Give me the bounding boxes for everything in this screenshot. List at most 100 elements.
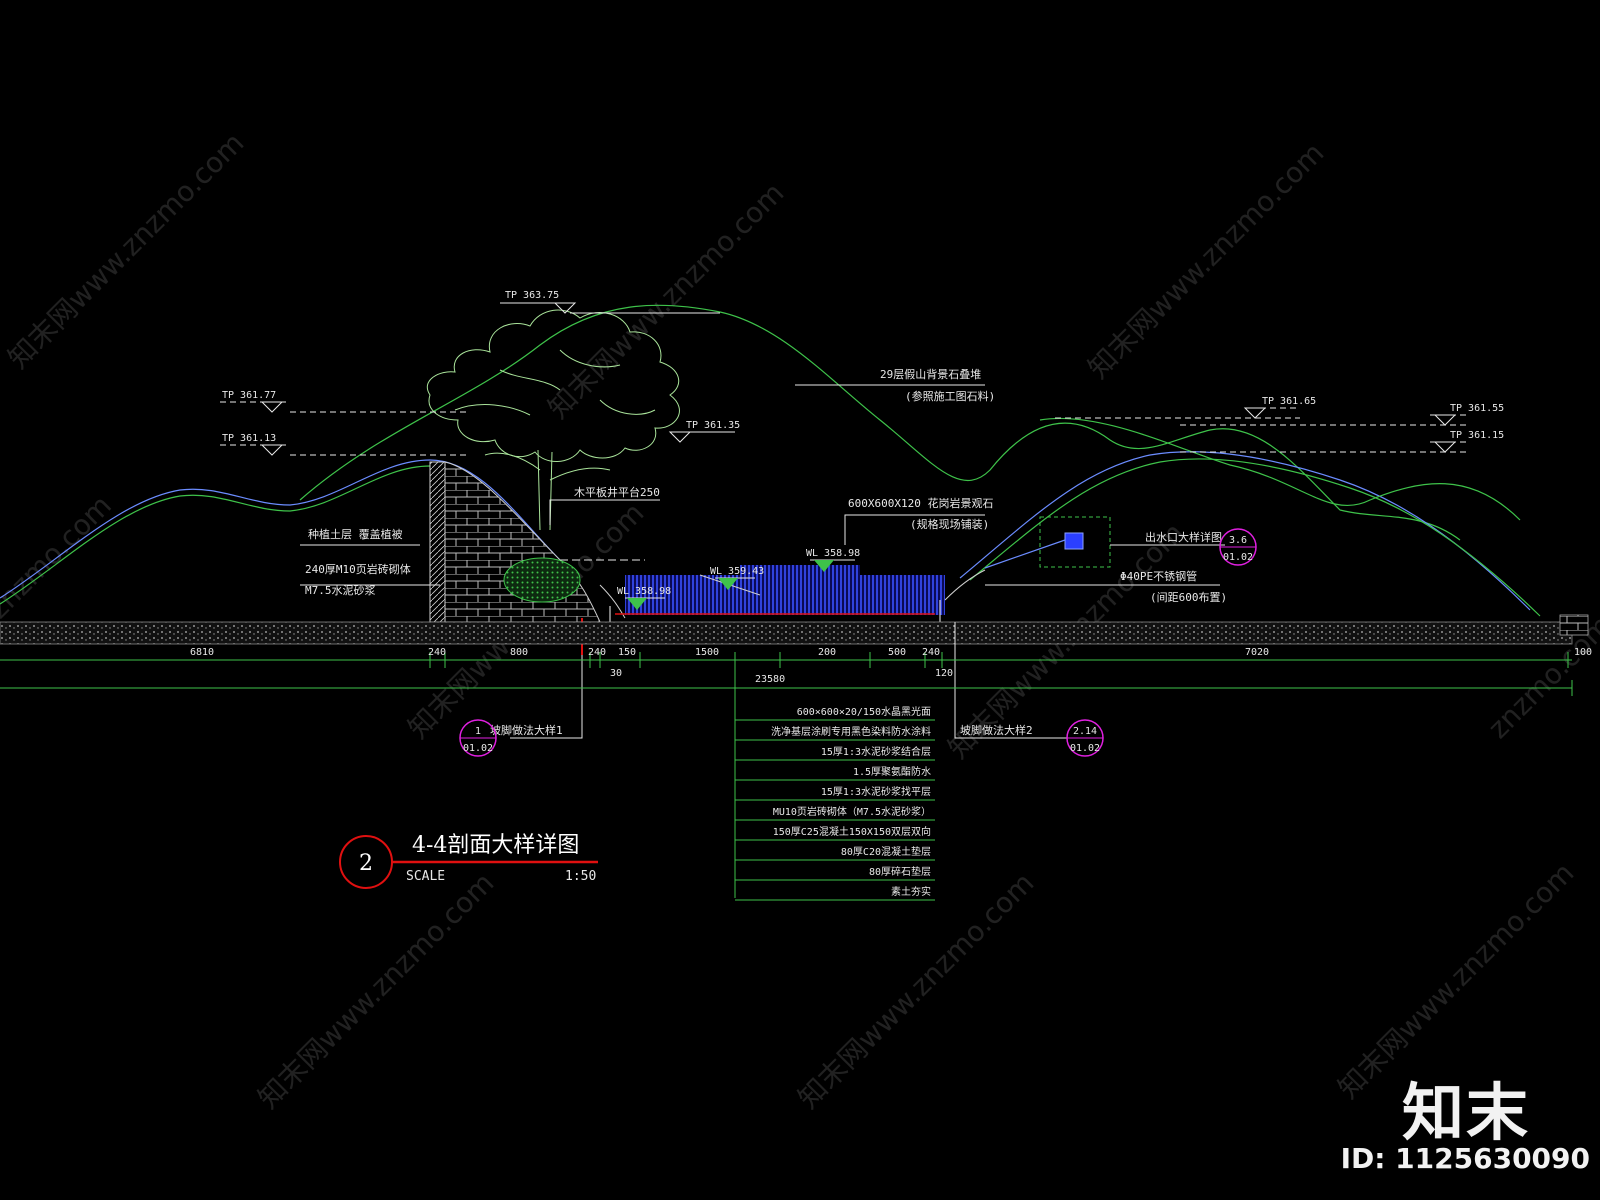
tree-canopy	[427, 309, 680, 462]
leaders	[300, 384, 1225, 739]
dimension-lines	[0, 652, 1573, 696]
level-label: WL 358.98	[806, 548, 860, 559]
layer-row-label: 15厚1:3水泥砂浆找平层	[821, 785, 931, 798]
retaining-wall	[429, 461, 601, 655]
watermark: 知末网www.znzmo.com	[792, 866, 1041, 1115]
callout-outlet: 3.6 01.02	[1219, 528, 1257, 566]
level-label: TP 361.55	[1450, 403, 1504, 414]
left-hill-outline	[0, 459, 561, 599]
right-back-hill	[1039, 417, 1521, 521]
dimension-label: 240	[428, 647, 446, 658]
dimension-label: 1500	[695, 647, 719, 658]
label-backdrop: 29层假山背景石叠堆	[880, 367, 981, 381]
dimension-label: 30	[610, 668, 622, 679]
tree	[427, 309, 680, 531]
title-block: 2 4-4剖面大样详图 SCALE 1:50	[339, 833, 598, 889]
tree-canopy-detail	[454, 349, 656, 416]
ground-right-edge	[1559, 614, 1589, 636]
brand-logo: 知末	[1401, 1076, 1530, 1149]
title-number: 2	[359, 851, 373, 876]
level-triangle	[260, 401, 284, 413]
leader-detail-left	[510, 655, 583, 739]
level-left-2-line	[220, 444, 470, 456]
level-left-1-line	[220, 401, 470, 413]
watermark: 知末网www.znzmo.com	[252, 866, 501, 1115]
watermark: 知末网www.znzmo.com	[1082, 136, 1331, 385]
left-hill-inner	[0, 465, 431, 605]
annotation-labels: 29层假山背景石叠堆 (参照施工图石料) 木平板井平台250 种植土层 覆盖植被…	[305, 367, 1227, 737]
image-id: ID: 1125630090	[1340, 1142, 1590, 1175]
callout-bottom: 01.02	[463, 743, 493, 754]
callout-right: 2.14 01.02	[1066, 719, 1104, 757]
outlet-frame	[1039, 516, 1111, 568]
callout-top: 1	[475, 726, 481, 737]
title-name: 4-4剖面大样详图	[412, 833, 579, 858]
level-triangle	[553, 302, 577, 314]
leader-retain	[300, 544, 440, 586]
dimension-label: 240	[588, 647, 606, 658]
dimension-label: 120	[935, 668, 953, 679]
scale-label: SCALE	[406, 869, 445, 884]
level-label: TP 361.35	[686, 420, 740, 431]
level-label: TP 361.13	[222, 433, 276, 444]
level-triangle	[1433, 414, 1457, 426]
layer-row-label: MU10页岩砖砌体（M7.5水泥砂浆）	[773, 805, 931, 818]
layer-row-label: 素土夯实	[891, 885, 931, 898]
leader-stone	[844, 514, 985, 545]
outlet-box	[984, 516, 1111, 569]
right-hill-outline	[959, 451, 1531, 611]
layer-row-label: 1.5厚聚氨酯防水	[853, 765, 931, 778]
detail-callouts: 3.6 01.02 1 01.02 2.14 01.02	[459, 528, 1257, 757]
large-hill-outline	[299, 304, 1461, 541]
pool-water-top	[740, 565, 860, 577]
layer-row-label: 600×600×20/150水晶黑光面	[797, 705, 931, 718]
pool	[599, 565, 986, 625]
level-right-far-1-line	[1180, 414, 1470, 426]
water-triangle	[718, 578, 738, 590]
label-stone-note: (规格现场铺装)	[910, 517, 989, 531]
hill-outlines	[0, 304, 1541, 617]
dimension-label: 23580	[755, 674, 785, 685]
watermark-group: 知末网www.znzmo.com 知末网www.znzmo.com 知末网www…	[0, 126, 1600, 1115]
label-pipe: Φ40PE不锈钢管	[1120, 569, 1197, 583]
dimension-label: 100	[1574, 647, 1592, 658]
dimension-label: 500	[888, 647, 906, 658]
layer-table: 600×600×20/150水晶黑光面洗净基层涂刷专用黑色染料防水涂料15厚1:…	[734, 668, 935, 901]
dimension-label: 200	[818, 647, 836, 658]
callout-left: 1 01.02	[459, 719, 497, 757]
water-triangle	[627, 598, 647, 610]
label-stone: 600X600X120 花岗岩景观石	[848, 496, 993, 510]
label-outlet: 出水口大样详图	[1145, 530, 1222, 544]
watermark: 知末网www.znzmo.com	[542, 176, 791, 425]
label-wood-deck: 木平板井平台250	[574, 485, 660, 499]
level-triangle	[1243, 407, 1267, 419]
level-label: TP 361.15	[1450, 430, 1504, 441]
level-label: WL 359.43	[710, 566, 764, 577]
tree-trunk	[484, 449, 611, 531]
outlet-pipe	[1064, 532, 1084, 550]
layer-row-label: 150厚C25混凝土150X150双层双向	[773, 825, 931, 838]
level-right-far-2-line	[1180, 441, 1470, 453]
callout-bottom: 01.02	[1223, 552, 1253, 563]
water-level-triangles	[627, 560, 834, 610]
level-triangle	[1433, 441, 1457, 453]
callout-bottom: 01.02	[1070, 743, 1100, 754]
layer-row-label: 80厚碎石垫层	[869, 865, 931, 878]
outlet-pipe-line	[984, 539, 1066, 569]
right-hill-inner	[969, 458, 1541, 617]
pool-slope-left	[599, 584, 626, 619]
dimension-label: 240	[922, 647, 940, 658]
pool-water	[625, 575, 945, 615]
dimension-label: 7020	[1245, 647, 1269, 658]
ground-gravel	[0, 621, 1573, 645]
leader-detail-right	[954, 622, 1070, 739]
level-markers	[220, 302, 1470, 599]
dimension-label: 6810	[190, 647, 214, 658]
label-backdrop-note: (参照施工图石料)	[905, 389, 995, 403]
wall-hatch	[429, 461, 446, 623]
dimension-label: 150	[618, 647, 636, 658]
label-retain-soil: 种植土层 覆盖植被	[308, 527, 403, 541]
scale-value: 1:50	[565, 869, 596, 884]
level-label: TP 363.75	[505, 290, 559, 301]
